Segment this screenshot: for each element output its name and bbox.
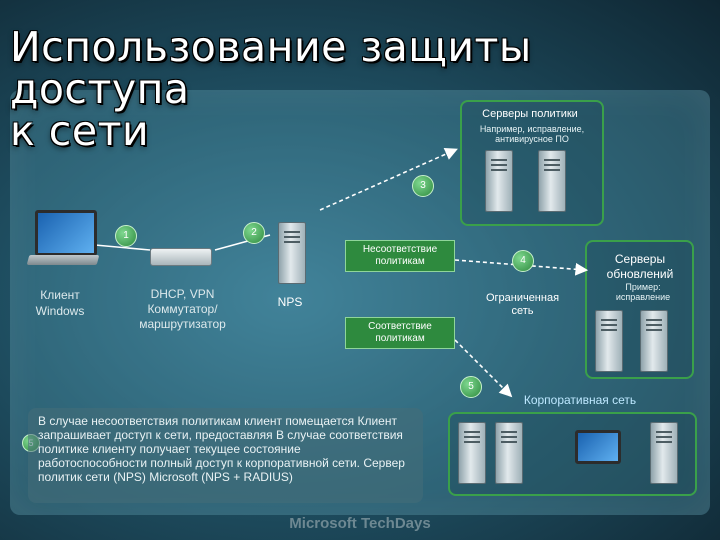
nps-label: NPS (270, 295, 310, 309)
compliant-label: Соответствие политикам (345, 317, 455, 349)
access-device-icon (150, 248, 212, 266)
step-5: 5 (460, 376, 482, 398)
restricted-network-label: Ограниченная сеть (475, 292, 570, 318)
step-4: 4 (512, 250, 534, 272)
client-label: Клиент Windows (25, 287, 95, 319)
arrow-nps-to-policy (320, 150, 455, 210)
client-laptop-base (27, 255, 100, 265)
nps-server-icon (278, 222, 306, 284)
step-2: 2 (243, 222, 265, 244)
access-device-label: DHCP, VPN Коммутатор/ маршрутизатор (125, 287, 240, 332)
noncompliant-label: Несоответствие политикам (345, 240, 455, 272)
step-3: 3 (412, 175, 434, 197)
step-1: 1 (115, 225, 137, 247)
process-note: В случае несоответствия политикам клиент… (28, 408, 423, 503)
footer-brand: Microsoft TechDays (0, 515, 720, 532)
client-laptop-icon (35, 210, 97, 256)
